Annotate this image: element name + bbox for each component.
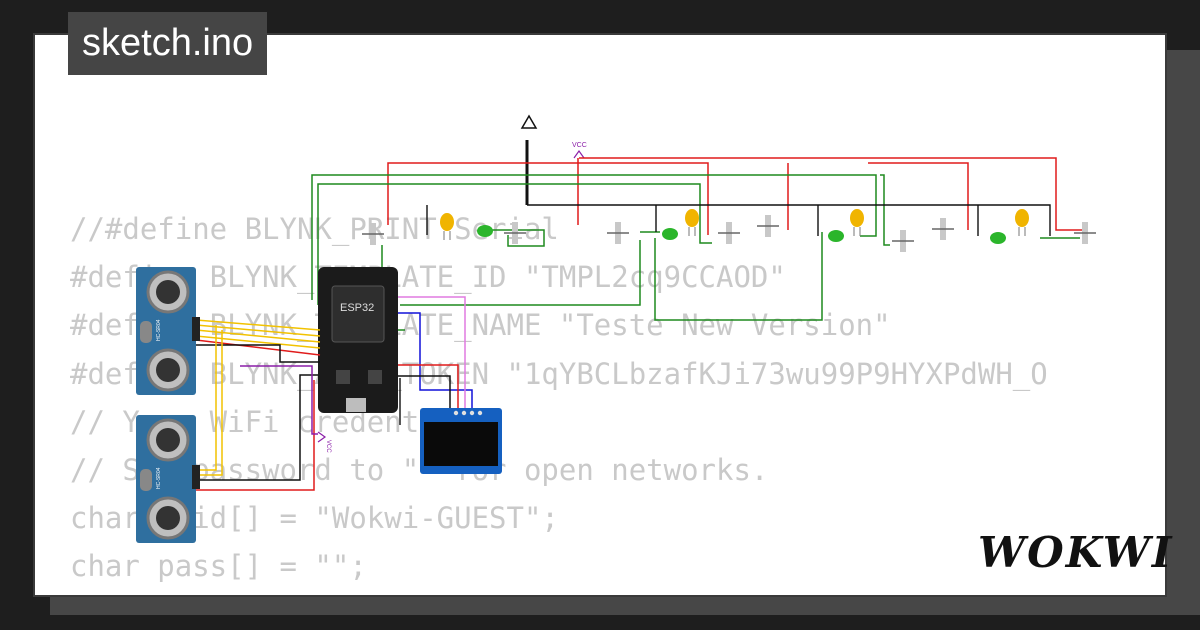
ultrasonic-sensor-2[interactable]: HC-SR04: [136, 415, 200, 543]
resistor: [607, 222, 629, 244]
red-wires: [387, 157, 1082, 235]
black-wires: [399, 204, 1051, 425]
resistor: [362, 223, 384, 245]
vcc-symbol: VCC: [317, 431, 331, 453]
resistor: [892, 230, 914, 252]
ultrasonic-sensor-1[interactable]: HC-SR04: [136, 267, 200, 395]
led-row: [362, 209, 1096, 252]
code-line: #define BLYNK_TEMPLATE_ID "TMPL2cq9CCAOD…: [70, 260, 786, 295]
code-line: char pass[] = "";: [70, 549, 367, 584]
led-green: [477, 225, 493, 237]
sketch-title: sketch.ino: [68, 12, 268, 75]
led-green: [990, 232, 1006, 244]
esp32-board[interactable]: ESP32: [318, 267, 398, 413]
wokwi-logo: WOKWI: [978, 528, 1174, 577]
green-wires: [311, 174, 1080, 331]
sensor-label: HC-SR04: [156, 319, 162, 341]
led-yellow: [685, 209, 699, 236]
led-green: [662, 228, 678, 240]
resistor: [1074, 222, 1096, 244]
resistor: [932, 218, 954, 240]
vcc-label: VCC: [325, 440, 331, 453]
led-yellow: [1015, 209, 1029, 236]
ground-symbol: [520, 114, 538, 205]
oled-wires: [398, 296, 473, 410]
vcc-symbol: VCC: [572, 142, 587, 159]
led-yellow: [850, 209, 864, 236]
vcc-label: VCC: [572, 142, 587, 149]
esp32-label: ESP32: [340, 302, 374, 314]
resistor: [504, 222, 526, 244]
sensor-wires: [195, 319, 321, 491]
led-yellow: [440, 213, 454, 240]
led-green: [828, 230, 844, 242]
code-line: //#define BLYNK_PRINT Serial: [70, 212, 559, 246]
preview-card[interactable]: //#define BLYNK_PRINT Serial #define BLYN…: [33, 33, 1167, 597]
resistor: [757, 215, 779, 237]
code-preview: //#define BLYNK_PRINT Serial #define BLYN…: [70, 205, 1048, 591]
sensor-label: HC-SR04: [156, 467, 162, 489]
oled-display[interactable]: [420, 408, 502, 474]
resistor: [718, 222, 740, 244]
